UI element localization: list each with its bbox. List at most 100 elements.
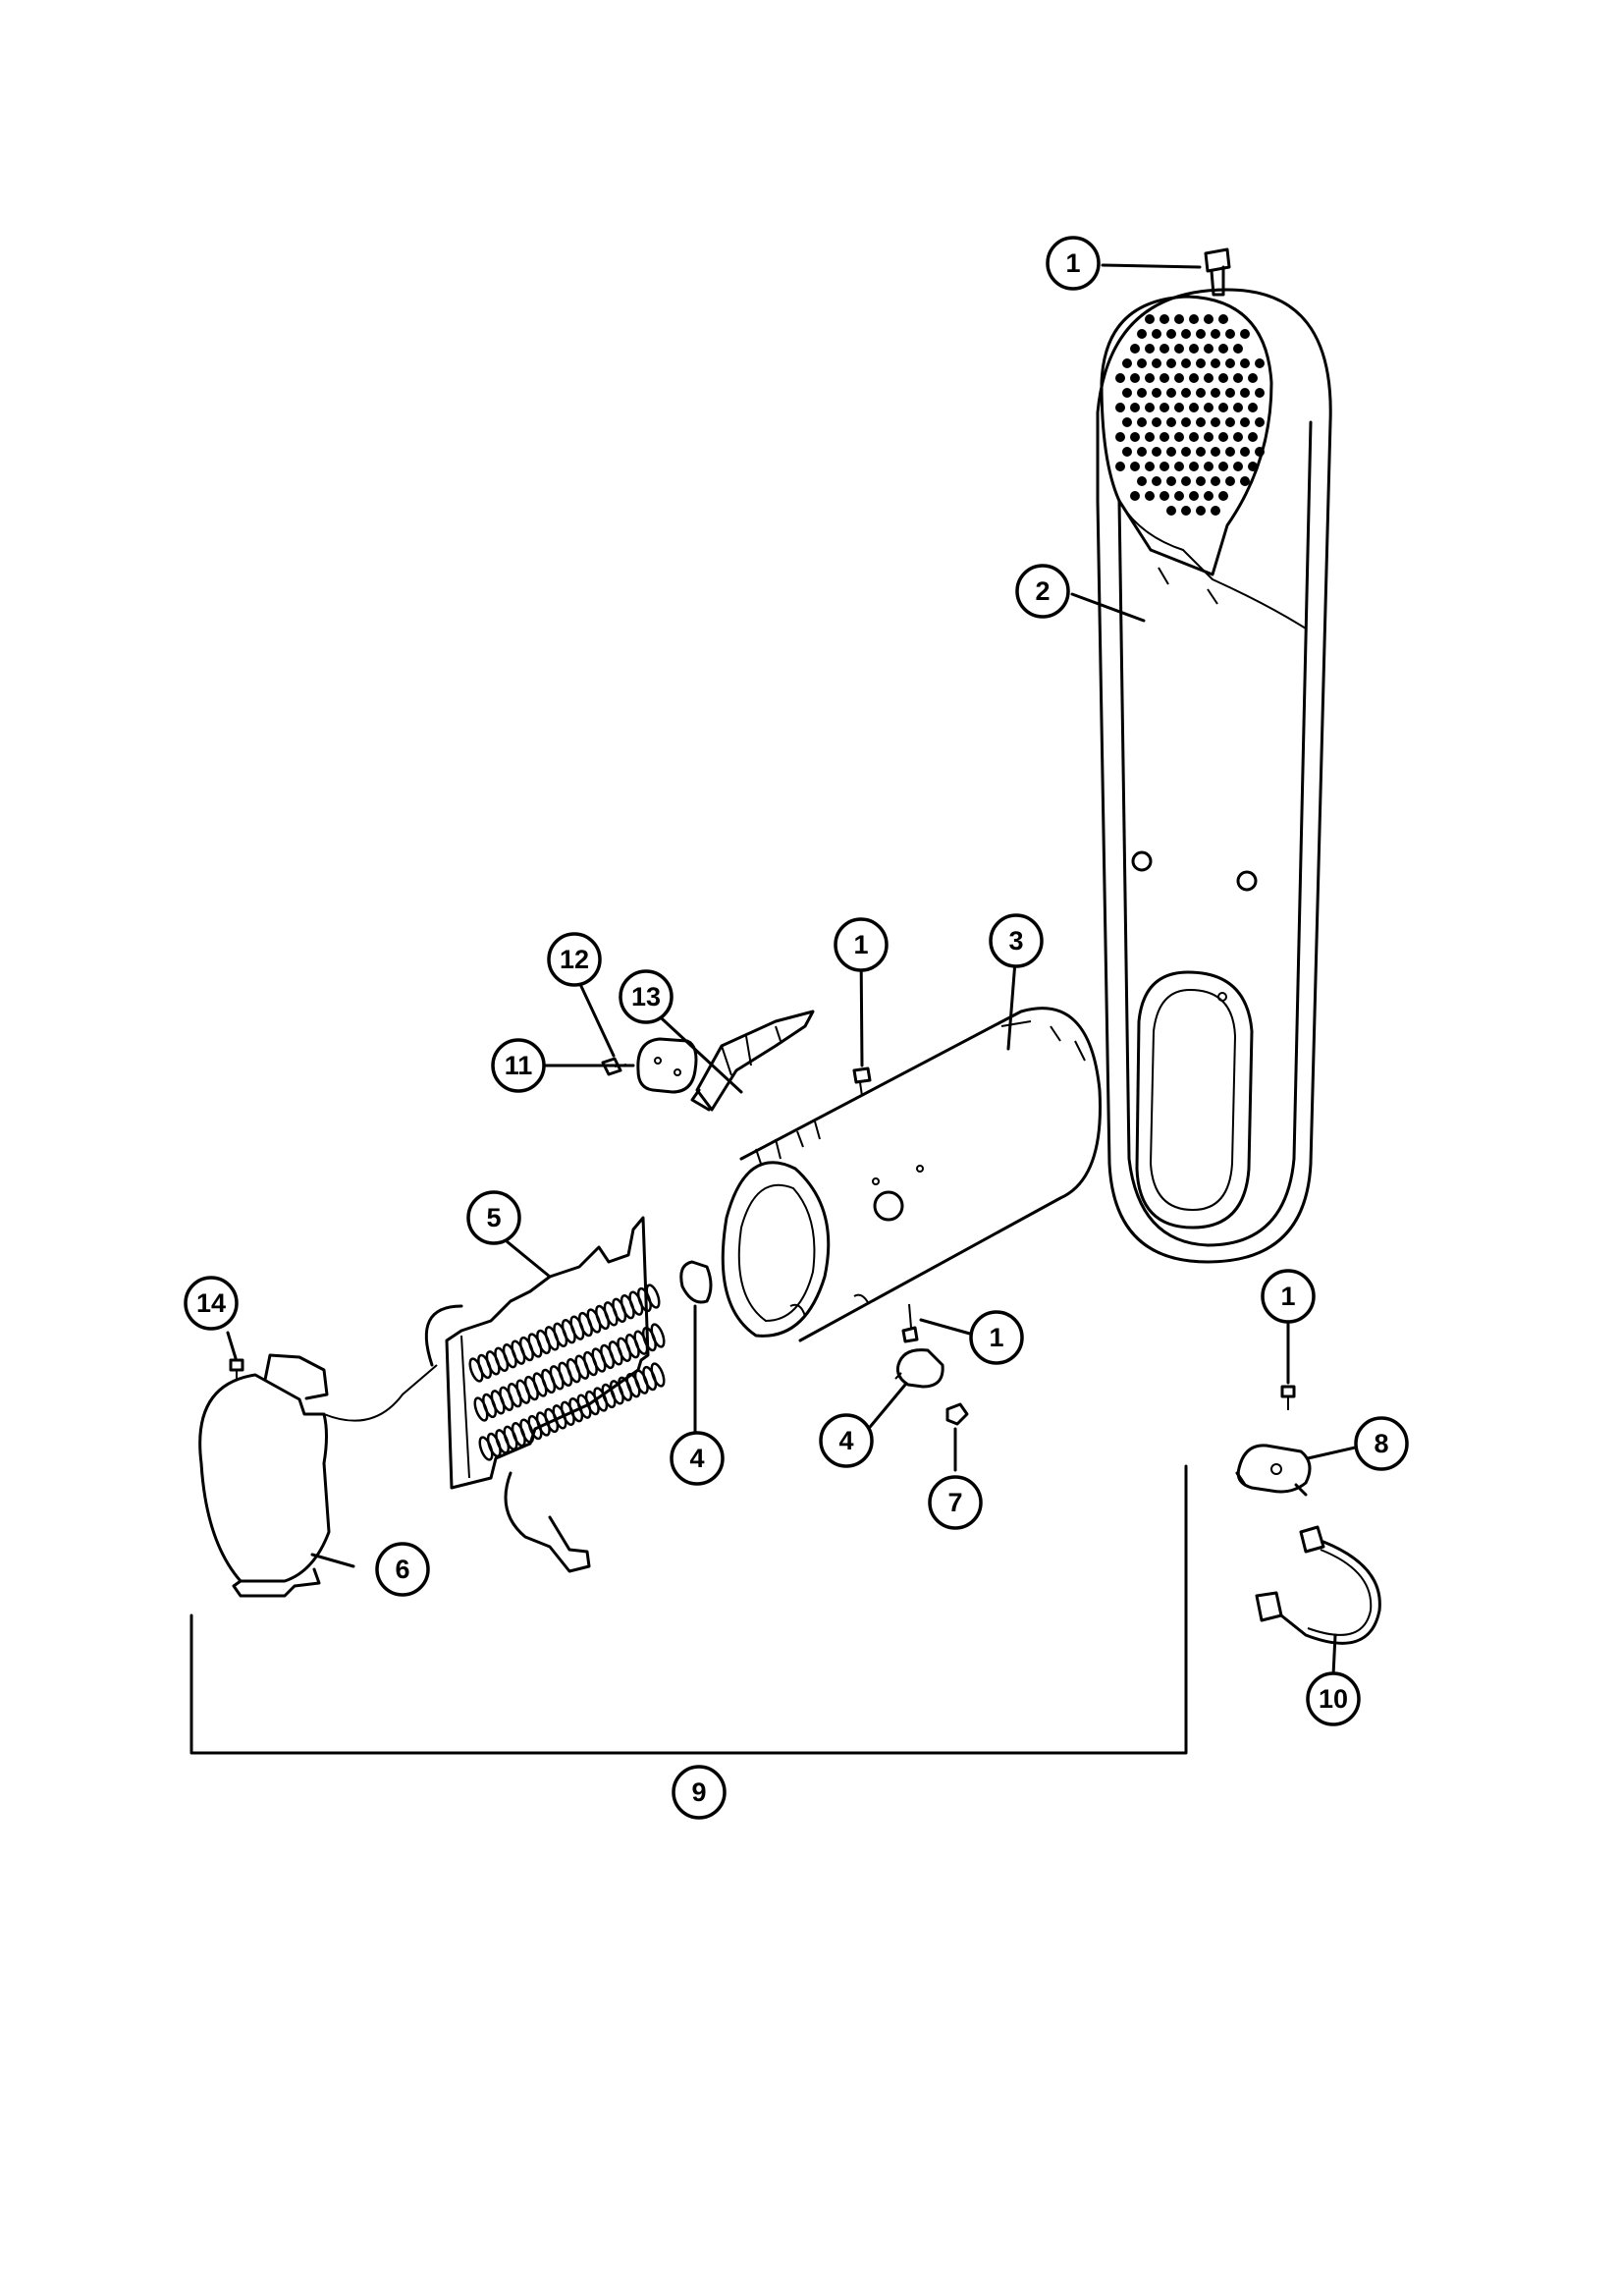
grille-hole (1145, 432, 1155, 442)
screw-8 (1280, 1385, 1296, 1410)
coil-turn (478, 1436, 494, 1461)
svg-text:1: 1 (853, 930, 868, 959)
grille-hole (1166, 358, 1176, 368)
heater-housing (721, 1007, 1102, 1342)
coil-turn (600, 1343, 616, 1370)
grille-hole (1181, 388, 1191, 398)
grille-hole (1160, 462, 1169, 471)
grille-hole (1255, 358, 1265, 368)
grille-hole (1248, 403, 1258, 412)
grille-hole (1174, 314, 1184, 324)
coil-turn (519, 1418, 535, 1444)
grille-hole (1160, 344, 1169, 354)
grille-hole (1204, 373, 1214, 383)
grille-hole (1248, 462, 1258, 471)
grille-hole (1122, 447, 1132, 457)
coil-turn (473, 1396, 489, 1422)
nut-7 (945, 1402, 969, 1426)
svg-text:6: 6 (395, 1555, 409, 1584)
grille-hole (1160, 314, 1169, 324)
grille-hole (1181, 329, 1191, 339)
grille-hole (1204, 462, 1214, 471)
coil-turn (642, 1365, 658, 1392)
grille-hole (1196, 329, 1206, 339)
callout-11: 11 (491, 1038, 546, 1093)
grille-hole (1152, 329, 1161, 339)
callouts: 1 2 1 3 12 13 11 5 14 4 1 4 7 1 8 6 10 9 (184, 236, 1409, 1820)
callout-12: 12 (547, 932, 602, 987)
bushing (679, 1260, 713, 1304)
coil-turn (503, 1425, 518, 1450)
grille-hole (1181, 476, 1191, 486)
grille-hole (1225, 388, 1235, 398)
limit-thermostat (1235, 1444, 1312, 1497)
grille-hole (1211, 506, 1220, 516)
grille-hole (1218, 344, 1228, 354)
svg-text:1: 1 (1280, 1282, 1295, 1311)
grille-hole (1166, 476, 1176, 486)
grille-hole (1233, 373, 1243, 383)
coil-turn (645, 1284, 661, 1309)
grille-hole (1137, 358, 1147, 368)
svg-text:13: 13 (631, 982, 661, 1011)
grille-hole (1166, 329, 1176, 339)
coil-turn (544, 1326, 560, 1351)
grille-hole (1137, 388, 1147, 398)
callout-2: 2 (1015, 564, 1070, 619)
coil-turn (603, 1301, 619, 1327)
cover-plate (198, 1353, 438, 1598)
coil-turn (650, 1362, 666, 1388)
grille-hole (1145, 314, 1155, 324)
grille-hole (1130, 432, 1140, 442)
grille-hole (1145, 344, 1155, 354)
coil-turn (477, 1353, 493, 1380)
grille-hole (1218, 403, 1228, 412)
grille-hole (1130, 462, 1140, 471)
coil-turn (485, 1350, 501, 1376)
coil-turn (566, 1358, 581, 1384)
svg-text:14: 14 (196, 1288, 226, 1318)
grille-hole (1166, 417, 1176, 427)
grille-hole (1145, 491, 1155, 501)
coil-turn (574, 1354, 590, 1380)
grille-hole (1225, 476, 1235, 486)
grille-hole (1115, 403, 1125, 412)
callout-1-right: 1 (1261, 1269, 1316, 1324)
grille-hole (1211, 476, 1220, 486)
grille-hole (1218, 373, 1228, 383)
callout-3: 3 (989, 913, 1044, 968)
coil-turn (569, 1315, 585, 1340)
grille-hole (1137, 447, 1147, 457)
svg-text:10: 10 (1319, 1684, 1348, 1714)
coil-turn (518, 1336, 534, 1362)
coil-turn (482, 1393, 498, 1419)
grille-hole (1189, 462, 1199, 471)
grille-hole (1233, 344, 1243, 354)
grille-hole (1174, 373, 1184, 383)
grille-hole (1181, 447, 1191, 457)
grille-hole (1181, 358, 1191, 368)
coil-turn (527, 1333, 543, 1358)
grille-hole (1145, 462, 1155, 471)
coil-turn (633, 1369, 649, 1394)
wire-harness (1255, 1525, 1381, 1645)
grille-hole (1196, 358, 1206, 368)
svg-text:9: 9 (691, 1777, 706, 1807)
grille-hole (1211, 447, 1220, 457)
coil-turn (536, 1329, 552, 1355)
heating-element (424, 1216, 666, 1573)
grille-hole (1174, 403, 1184, 412)
grille-hole (1122, 358, 1132, 368)
grille-hole (1240, 417, 1250, 427)
svg-text:3: 3 (1008, 926, 1023, 956)
grille-hole (1189, 344, 1199, 354)
grille-hole (1152, 417, 1161, 427)
grille-hole (1137, 476, 1147, 486)
grille-hole (1218, 314, 1228, 324)
grille-hole (1204, 491, 1214, 501)
grille-hole (1225, 447, 1235, 457)
grille-hole (1122, 417, 1132, 427)
coil-turn (577, 1311, 593, 1338)
coil-turn (490, 1390, 506, 1415)
coil-turn (618, 1376, 633, 1401)
